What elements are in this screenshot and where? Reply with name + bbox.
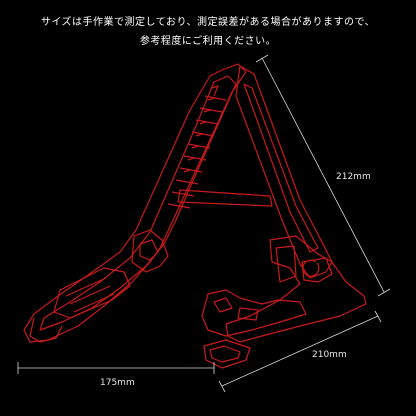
stand-support-arm bbox=[201, 289, 307, 337]
dimension-depth-label: 210mm bbox=[312, 350, 347, 360]
measurement-notice-line1: サイズは手作業で測定しており、測定誤差がある場合がありますので、 bbox=[40, 17, 376, 28]
stand-hinge bbox=[131, 229, 169, 273]
dimension-height-label: 212mm bbox=[336, 172, 371, 182]
stand-right-leg bbox=[235, 65, 333, 279]
dimension-base-label: 175mm bbox=[100, 378, 135, 388]
measurement-notice-line2: 参考程度にご利用ください。 bbox=[139, 36, 277, 47]
stand-cross-bar bbox=[177, 189, 273, 207]
stand-base-foot bbox=[225, 235, 367, 343]
dimension-lines bbox=[17, 54, 391, 393]
